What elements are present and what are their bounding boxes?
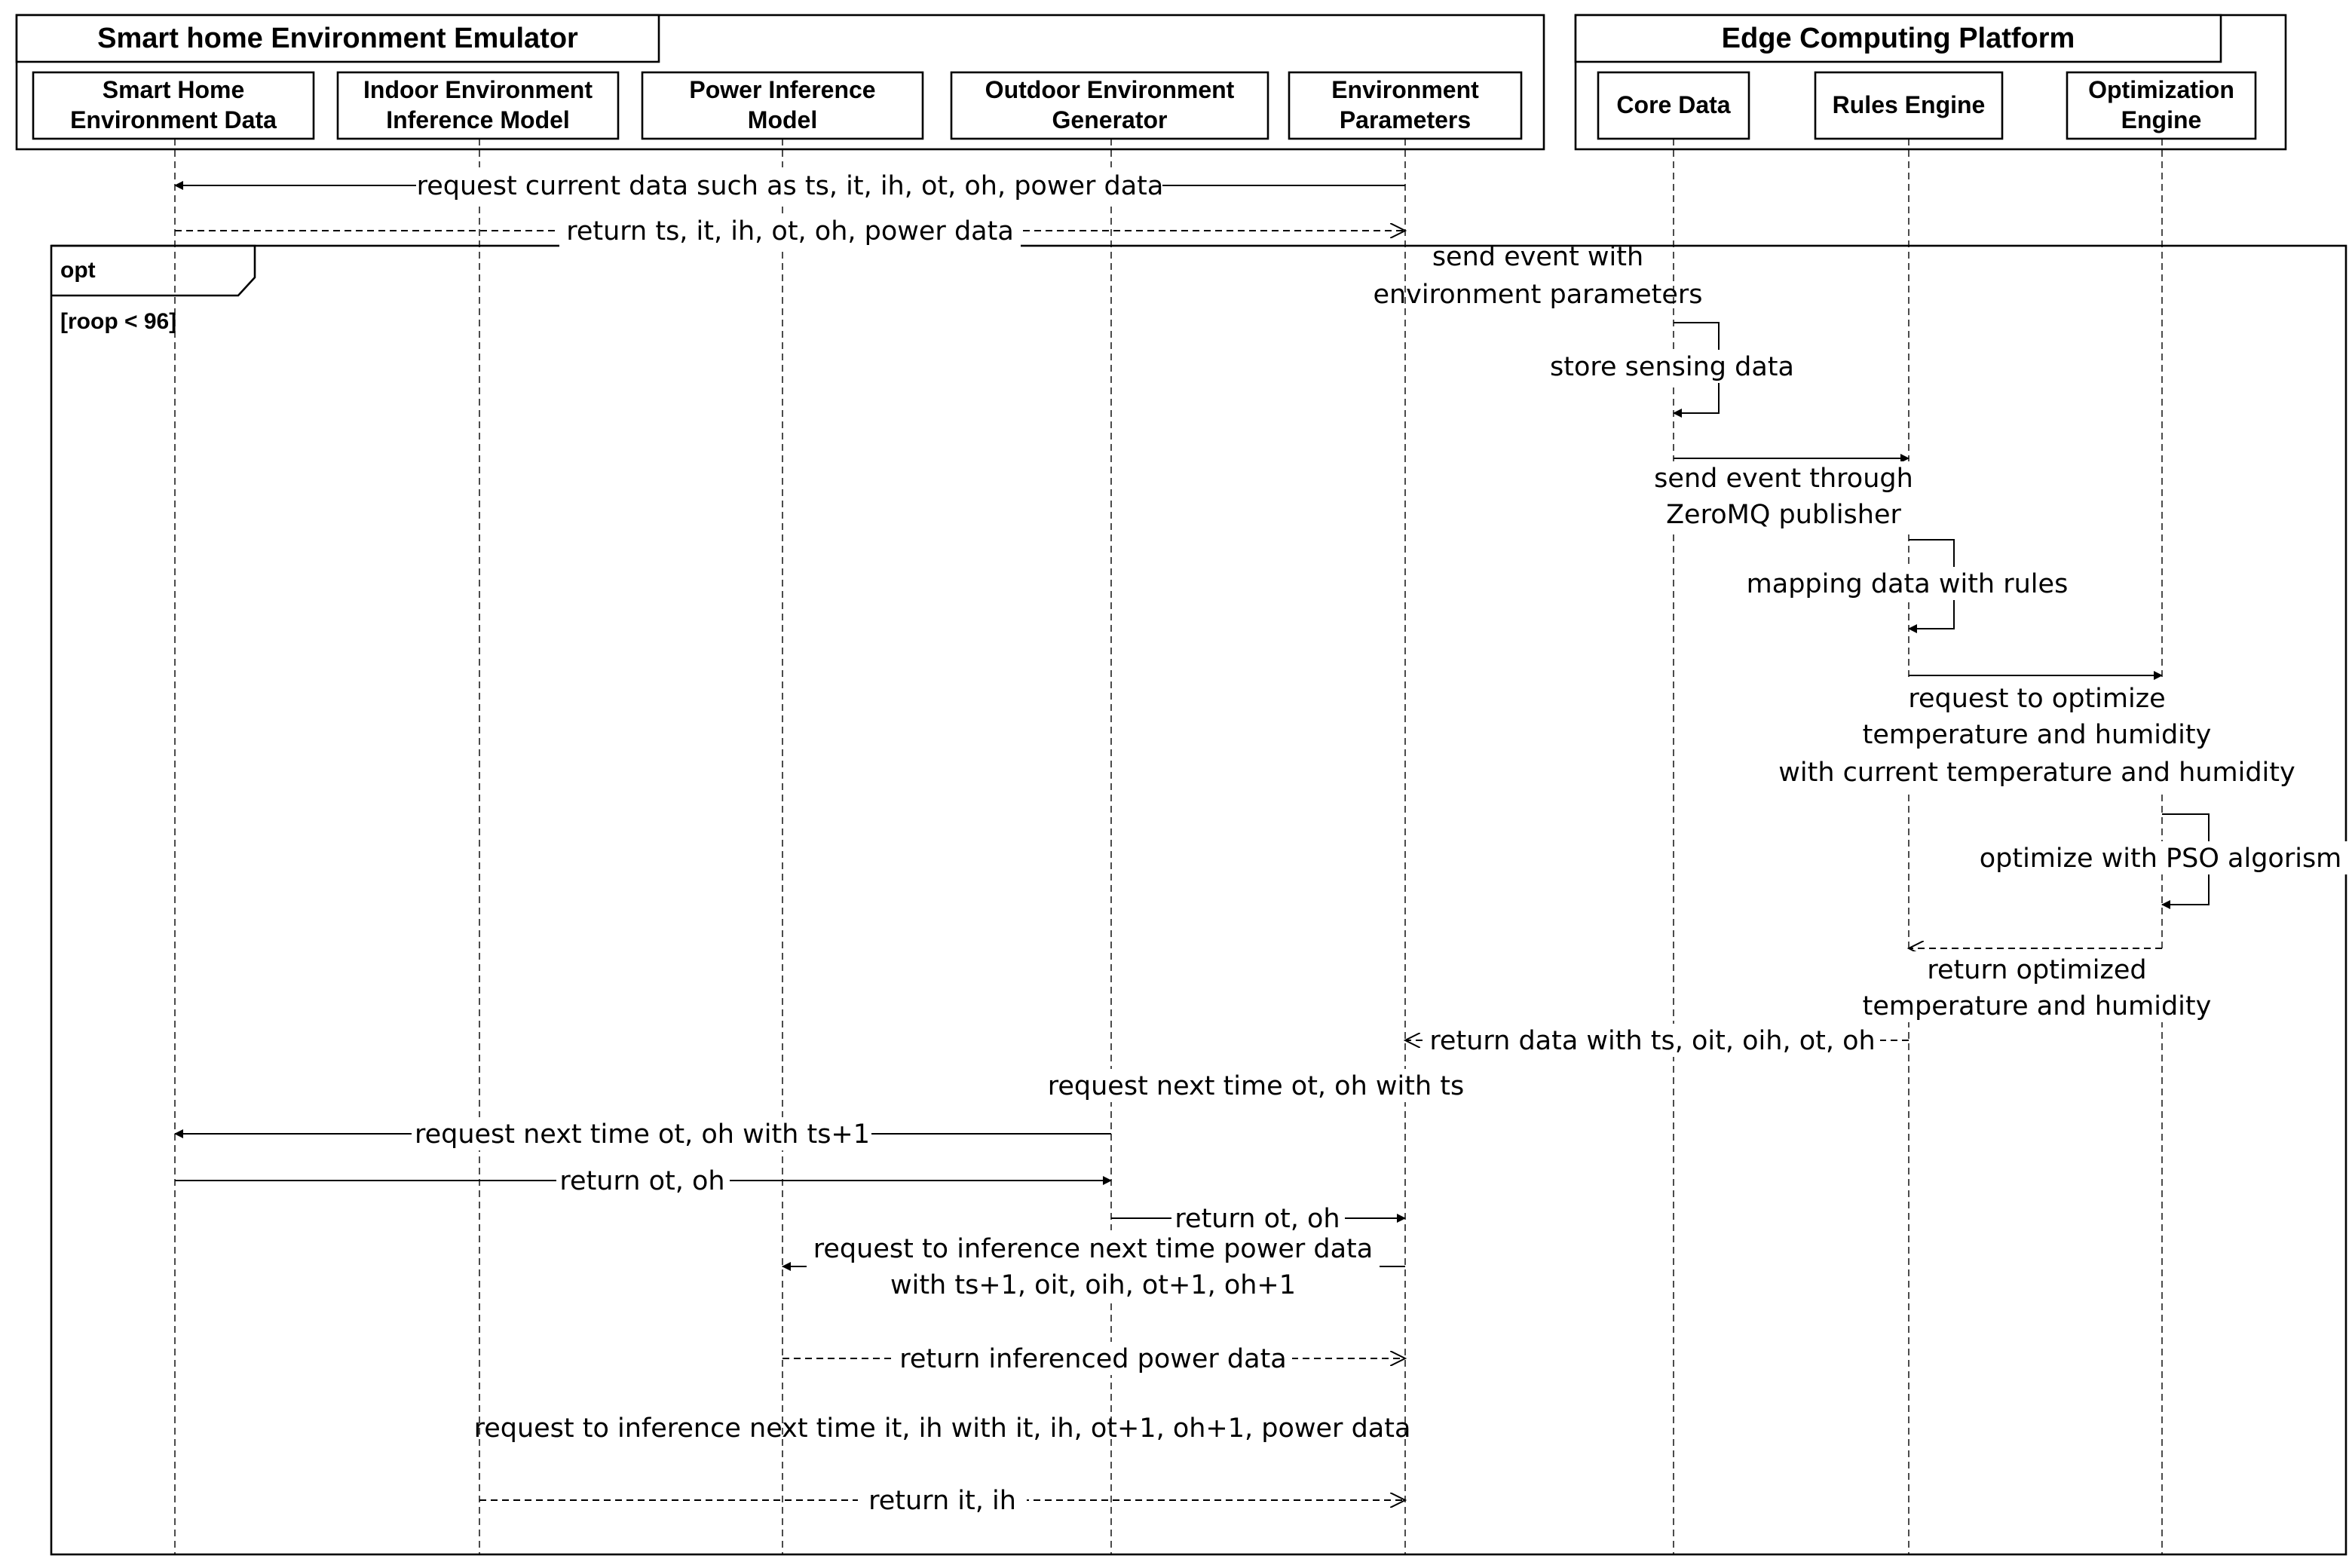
message-12-label-bg [556,1164,730,1197]
message-16-label: request to inference next time it, ih wi… [474,1413,1411,1444]
participant-label-p5-line2: Parameters [1340,106,1471,133]
message-8-label-line1: return optimized [1927,955,2146,985]
message-5-label: mapping data with rules [1747,569,2069,599]
message-13-label: return ot, oh [1174,1204,1340,1234]
message-2-label-line2: environment parameters [1373,280,1702,310]
message-17-label: return it, ih [868,1486,1016,1516]
message-1-label-bg [559,214,1021,247]
message-12-label: return ot, oh [559,1166,724,1196]
participant-label-p1-line2: Environment Data [70,106,277,133]
opt-fragment-tab [51,244,256,297]
participant-label-p3-line2: Model [748,106,817,133]
message-7-label-bg [1975,841,2347,874]
message-6-label-line3: with current temperature and humidity [1778,758,2295,788]
group-title-edge: Edge Computing Platform [1722,23,2075,54]
participant-box-p1 [32,71,315,140]
participant-box-p8 [2066,71,2257,140]
participant-label-p4-line2: Generator [1052,106,1168,133]
participant-label-p1-line1: Smart Home [103,76,245,103]
participant-box-p4 [950,71,1269,140]
message-14-label-line1: request to inference next time power dat… [813,1234,1373,1264]
message-15-label-bg [893,1342,1292,1375]
message-17-label-bg [858,1484,1027,1517]
participant-label-p8-line1: Optimization [2088,76,2234,103]
participant-label-p7-line1: Rules Engine [1833,91,1986,118]
message-8-label-bg [1854,951,2219,1022]
message-9-label: return data with ts, oit, oih, ot, oh [1429,1026,1875,1056]
message-15-label: return inferenced power data [899,1344,1287,1374]
participant-label-p8-line2: Engine [2121,106,2202,133]
participant-label-p4-line1: Outdoor Environment [985,76,1235,103]
participant-box-p7 [1814,71,2004,140]
participant-label-p5-line1: Environment [1331,76,1479,103]
participant-box-p6 [1597,71,1750,140]
message-13-label-bg [1171,1202,1345,1235]
message-6-label-line2: temperature and humidity [1863,720,2212,750]
message-8-label-line2: temperature and humidity [1863,991,2212,1021]
participant-label-p3-line1: Power Inference [689,76,875,103]
opt-fragment-frame [50,244,2347,1556]
message-3-label-bg [1545,350,1799,383]
participant-label-p2-line1: Indoor Environment [363,76,593,103]
message-4-label-bg [1648,461,1922,531]
message-4-label-line2: ZeroMQ publisher [1666,500,1901,530]
participant-box-p2 [336,71,620,140]
group-title-tab-emulator [15,14,660,63]
message-5-label-bg [1741,567,2073,600]
message-3-label: store sensing data [1550,352,1794,382]
opt-guard-label: [roop < 96] [60,309,176,334]
message-2-label-line1: send event with [1432,242,1643,272]
opt-operator-label: opt [60,258,96,283]
message-7-label: optimize with PSO algorism [1980,844,2342,874]
message-11-label-bg [412,1117,871,1150]
message-1-label: return ts, it, ih, ot, oh, power data [566,216,1014,247]
participant-label-p2-line2: Inference Model [386,106,570,133]
message-6-label-line1: request to optimize [1908,684,2165,714]
message-14-label-line2: with ts+1, oit, oih, ot+1, oh+1 [890,1270,1296,1300]
message-10-label-bg [1043,1069,1468,1102]
participant-label-p6-line1: Core Data [1616,91,1730,118]
message-0-label-bg [416,167,1162,202]
group-title-tab-edge [1574,14,2222,63]
message-0-label: request current data such as ts, it, ih,… [417,171,1164,201]
group-title-emulator: Smart home Environment Emulator [97,23,578,54]
message-11-label: request next time ot, oh with ts+1 [415,1119,870,1150]
message-14-label-bg [807,1230,1380,1303]
message-6-label-bg [1773,680,2301,790]
message-9-label-bg [1425,1024,1880,1057]
message-10-label: request next time ot, oh with ts [1048,1071,1464,1101]
message-4-label-line1: send event through [1654,464,1913,494]
